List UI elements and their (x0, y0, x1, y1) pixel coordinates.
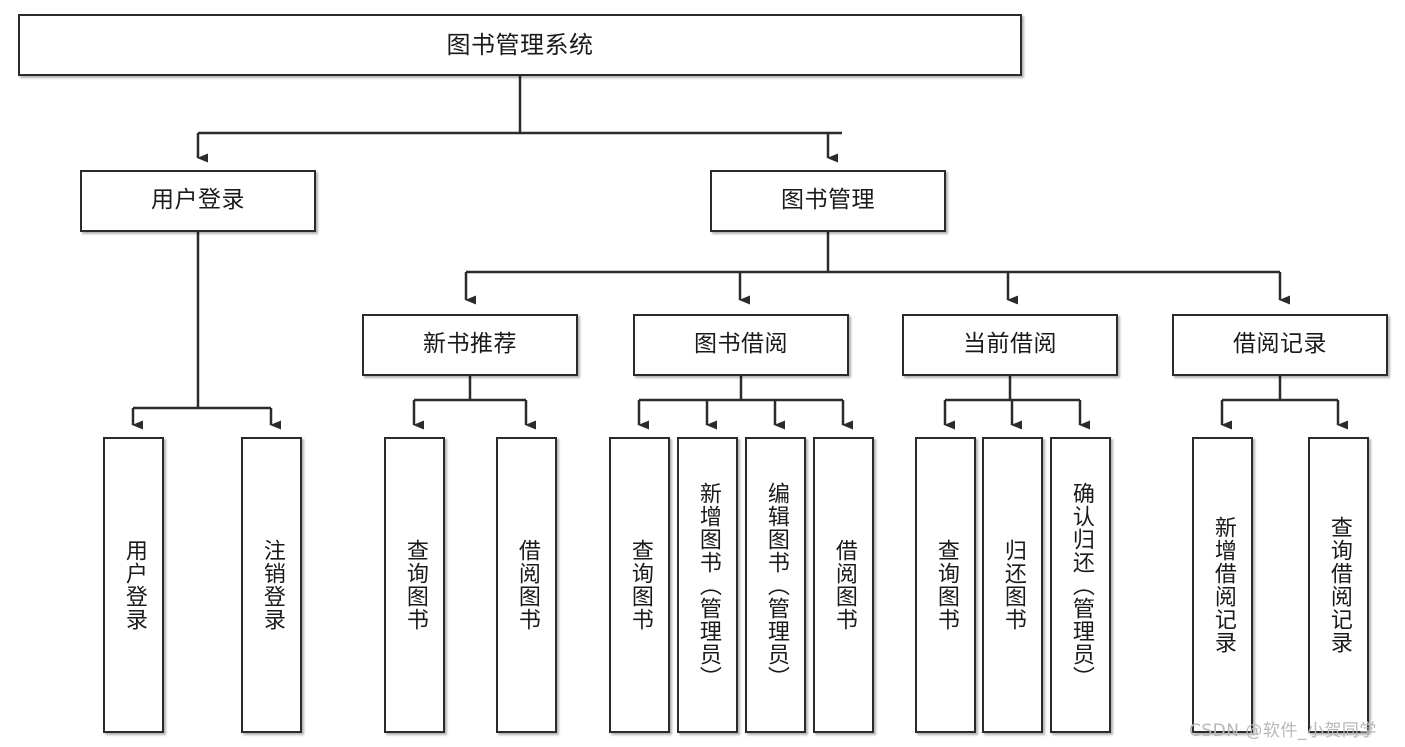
node-label: 编辑图书（管理员） (763, 481, 789, 689)
node-label: 借阅记录 (1233, 331, 1327, 358)
leaf-book-borrow-add[interactable]: 新增图书（管理员） (677, 437, 738, 733)
leaf-current-borrow-query[interactable]: 查询图书 (915, 437, 976, 733)
leaf-borrow-record-query[interactable]: 查询借阅记录 (1308, 437, 1369, 733)
leaf-user-login-login[interactable]: 用户登录 (103, 437, 164, 733)
leaf-borrow-record-add[interactable]: 新增借阅记录 (1192, 437, 1253, 733)
leaf-book-borrow-borrow[interactable]: 借阅图书 (813, 437, 874, 733)
leaf-book-borrow-query[interactable]: 查询图书 (609, 437, 670, 733)
node-label: 图书管理 (781, 187, 875, 214)
node-label: 新增图书（管理员） (695, 481, 721, 689)
node-label: 当前借阅 (963, 331, 1057, 358)
node-book-borrow[interactable]: 图书借阅 (633, 314, 849, 376)
node-label: 查询图书 (627, 539, 653, 631)
node-user-login[interactable]: 用户登录 (80, 170, 316, 232)
leaf-new-book-borrow[interactable]: 借阅图书 (496, 437, 557, 733)
node-label: 用户登录 (121, 539, 147, 631)
node-label: 查询图书 (402, 539, 428, 631)
node-label: 确认归还（管理员） (1068, 481, 1094, 689)
node-borrow-record[interactable]: 借阅记录 (1172, 314, 1388, 376)
leaf-current-borrow-return[interactable]: 归还图书 (982, 437, 1043, 733)
node-label: 新书推荐 (423, 331, 517, 358)
leaf-user-login-logout[interactable]: 注销登录 (241, 437, 302, 733)
node-label: 用户登录 (151, 187, 245, 214)
node-label: 新增借阅记录 (1210, 516, 1236, 654)
node-root-system[interactable]: 图书管理系统 (18, 14, 1022, 76)
node-book-management[interactable]: 图书管理 (710, 170, 946, 232)
node-label: 借阅图书 (514, 539, 540, 631)
leaf-book-borrow-edit[interactable]: 编辑图书（管理员） (745, 437, 806, 733)
node-current-borrow[interactable]: 当前借阅 (902, 314, 1118, 376)
node-label: 归还图书 (1000, 539, 1026, 631)
node-label: 查询图书 (933, 539, 959, 631)
leaf-new-book-query[interactable]: 查询图书 (384, 437, 445, 733)
node-new-book-recommend[interactable]: 新书推荐 (362, 314, 578, 376)
node-label: 注销登录 (259, 539, 285, 631)
leaf-current-borrow-confirm-return[interactable]: 确认归还（管理员） (1050, 437, 1111, 733)
node-label: 图书借阅 (694, 331, 788, 358)
node-label: 图书管理系统 (446, 30, 594, 59)
node-label: 借阅图书 (831, 539, 857, 631)
node-label: 查询借阅记录 (1326, 516, 1352, 654)
